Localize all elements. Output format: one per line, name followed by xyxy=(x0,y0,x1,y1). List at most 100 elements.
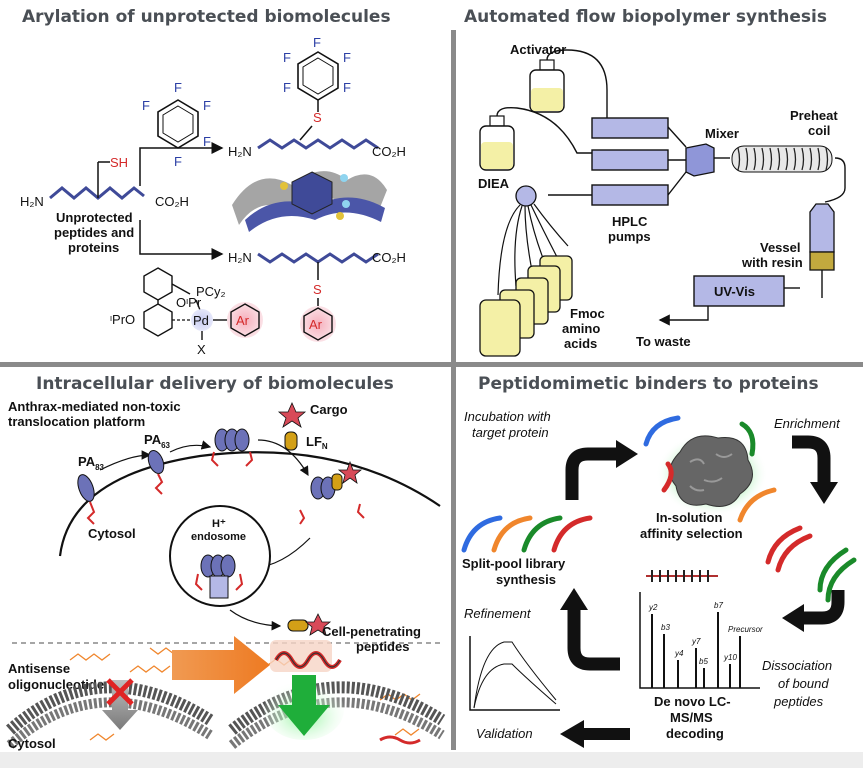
svg-text:peptides: peptides xyxy=(356,639,409,654)
svg-text:X: X xyxy=(197,342,206,357)
svg-text:F: F xyxy=(174,80,182,95)
mixer-icon: Mixer xyxy=(685,126,739,177)
svg-text:PA83: PA83 xyxy=(78,454,105,472)
svg-text:endosome: endosome xyxy=(191,531,246,543)
svg-text:SH: SH xyxy=(110,155,128,170)
svg-text:Split-pool library: Split-pool library xyxy=(462,556,566,571)
svg-text:proteins: proteins xyxy=(68,240,119,255)
svg-text:Cytosol: Cytosol xyxy=(8,736,56,751)
svg-text:CO₂H: CO₂H xyxy=(155,194,189,209)
target-protein-icon xyxy=(656,432,768,516)
panel-title-flow: Automated flow biopolymer synthesis xyxy=(464,7,827,27)
svg-text:UV-Vis: UV-Vis xyxy=(714,284,755,299)
svg-text:F: F xyxy=(343,80,351,95)
reaction-arrow-bottom xyxy=(139,220,224,260)
svg-text:CO₂H: CO₂H xyxy=(372,144,406,159)
reaction-arrow-top xyxy=(139,142,224,186)
svg-text:with resin: with resin xyxy=(741,255,803,270)
svg-text:b5: b5 xyxy=(699,657,708,666)
svg-text:MS/MS: MS/MS xyxy=(670,710,713,725)
svg-text:Precursor: Precursor xyxy=(728,625,763,634)
svg-text:y4: y4 xyxy=(674,649,684,658)
svg-text:F: F xyxy=(174,154,182,169)
svg-text:DIEA: DIEA xyxy=(478,176,510,191)
svg-text:H₂N: H₂N xyxy=(228,250,252,265)
panel-arylation: Arylation of unprotected biomolecules F … xyxy=(20,7,406,357)
svg-text:Cargo: Cargo xyxy=(310,402,348,417)
svg-text:Mixer: Mixer xyxy=(705,126,739,141)
arylated-product-top: F F F F F S H₂N CO₂H xyxy=(228,35,406,159)
panel-title-binders: Peptidomimetic binders to proteins xyxy=(478,374,819,394)
svg-text:Pd: Pd xyxy=(193,313,209,328)
svg-text:amino: amino xyxy=(562,321,600,336)
cpp-conjugate-icon: Cell-penetrating peptides xyxy=(270,624,421,672)
svg-text:To waste: To waste xyxy=(636,334,691,349)
svg-text:Ar: Ar xyxy=(236,313,250,328)
svg-text:Incubation with: Incubation with xyxy=(464,409,551,424)
svg-text:Unprotected: Unprotected xyxy=(56,210,133,225)
reaction-vessel-icon: Vessel with resin xyxy=(741,203,835,271)
svg-text:OᶦPr: OᶦPr xyxy=(176,295,202,310)
hplc-pumps: HPLC pumps xyxy=(591,117,669,244)
svg-text:of bound: of bound xyxy=(778,676,829,691)
svg-text:pumps: pumps xyxy=(608,229,651,244)
svg-text:peptides: peptides xyxy=(773,694,824,709)
cell-membrane xyxy=(58,451,441,557)
enriched-peptides xyxy=(765,525,857,603)
svg-text:H₂N: H₂N xyxy=(228,144,252,159)
svg-text:Preheat: Preheat xyxy=(790,108,838,123)
cycle-arrows xyxy=(560,435,845,748)
svg-text:Antisense: Antisense xyxy=(8,661,70,676)
ms-spectrum: y2 b3 y4 y7 b5 b7 y10 Precursor xyxy=(639,592,763,689)
protein-ribbon-icon xyxy=(232,171,387,232)
svg-text:F: F xyxy=(203,134,211,149)
svg-text:De novo LC-: De novo LC- xyxy=(654,694,731,709)
svg-text:affinity selection: affinity selection xyxy=(640,526,743,541)
svg-text:F: F xyxy=(283,50,291,65)
svg-text:synthesis: synthesis xyxy=(496,572,556,587)
lipid-bilayer-left xyxy=(6,681,214,749)
pump-amino-acid xyxy=(591,184,669,206)
svg-text:y7: y7 xyxy=(691,637,701,646)
pa-heptamer-icon xyxy=(210,428,254,467)
peptide-sequence-ladder xyxy=(646,570,718,582)
svg-text:H⁺: H⁺ xyxy=(212,518,226,530)
palladium-catalyst-icon: OᶦPr PCy₂ ᶦPrO Pd X Ar xyxy=(110,267,263,357)
svg-text:peptides and: peptides and xyxy=(54,225,134,240)
svg-text:F: F xyxy=(203,98,211,113)
arylated-product-bottom: H₂N CO₂H S Ar xyxy=(228,250,406,342)
svg-text:Activator: Activator xyxy=(510,42,566,57)
svg-text:F: F xyxy=(142,98,150,113)
svg-text:Anthrax-mediated non-toxic: Anthrax-mediated non-toxic xyxy=(8,399,181,414)
svg-text:b7: b7 xyxy=(714,601,723,610)
panel-title-delivery: Intracellular delivery of biomolecules xyxy=(36,374,394,394)
endosome-icon: H⁺ endosome xyxy=(169,505,271,607)
binding-kinetics-plot xyxy=(469,636,560,711)
svg-text:In-solution: In-solution xyxy=(656,510,722,525)
svg-text:F: F xyxy=(343,50,351,65)
svg-text:Dissociation: Dissociation xyxy=(762,658,832,673)
panel-dividers xyxy=(0,30,863,750)
pentafluorobenzene-icon: F F F F F xyxy=(142,80,211,169)
svg-text:H₂N: H₂N xyxy=(20,194,44,209)
pore-with-cargo-icon xyxy=(299,460,365,525)
svg-text:PCy₂: PCy₂ xyxy=(196,284,226,299)
svg-text:acids: acids xyxy=(564,336,597,351)
svg-text:Vessel: Vessel xyxy=(760,240,801,255)
bottom-strip xyxy=(0,752,863,768)
svg-text:Enrichment: Enrichment xyxy=(774,416,841,431)
svg-text:F: F xyxy=(283,80,291,95)
uv-vis-detector: UV-Vis To waste xyxy=(636,275,785,349)
svg-text:translocation platform: translocation platform xyxy=(8,414,145,429)
svg-text:Validation: Validation xyxy=(476,726,533,741)
vertical-divider xyxy=(451,30,456,750)
panel-title-arylation: Arylation of unprotected biomolecules xyxy=(22,7,391,27)
svg-text:Ar: Ar xyxy=(309,317,323,332)
svg-text:b3: b3 xyxy=(661,623,670,632)
pa83-icon: PA83 xyxy=(77,454,105,525)
svg-text:LFN: LFN xyxy=(306,434,328,451)
pa63-icon: PA63 xyxy=(144,432,171,495)
svg-text:F: F xyxy=(313,35,321,50)
svg-text:target protein: target protein xyxy=(472,425,549,440)
cargo-lfn-icon: Cargo LFN xyxy=(277,402,348,451)
